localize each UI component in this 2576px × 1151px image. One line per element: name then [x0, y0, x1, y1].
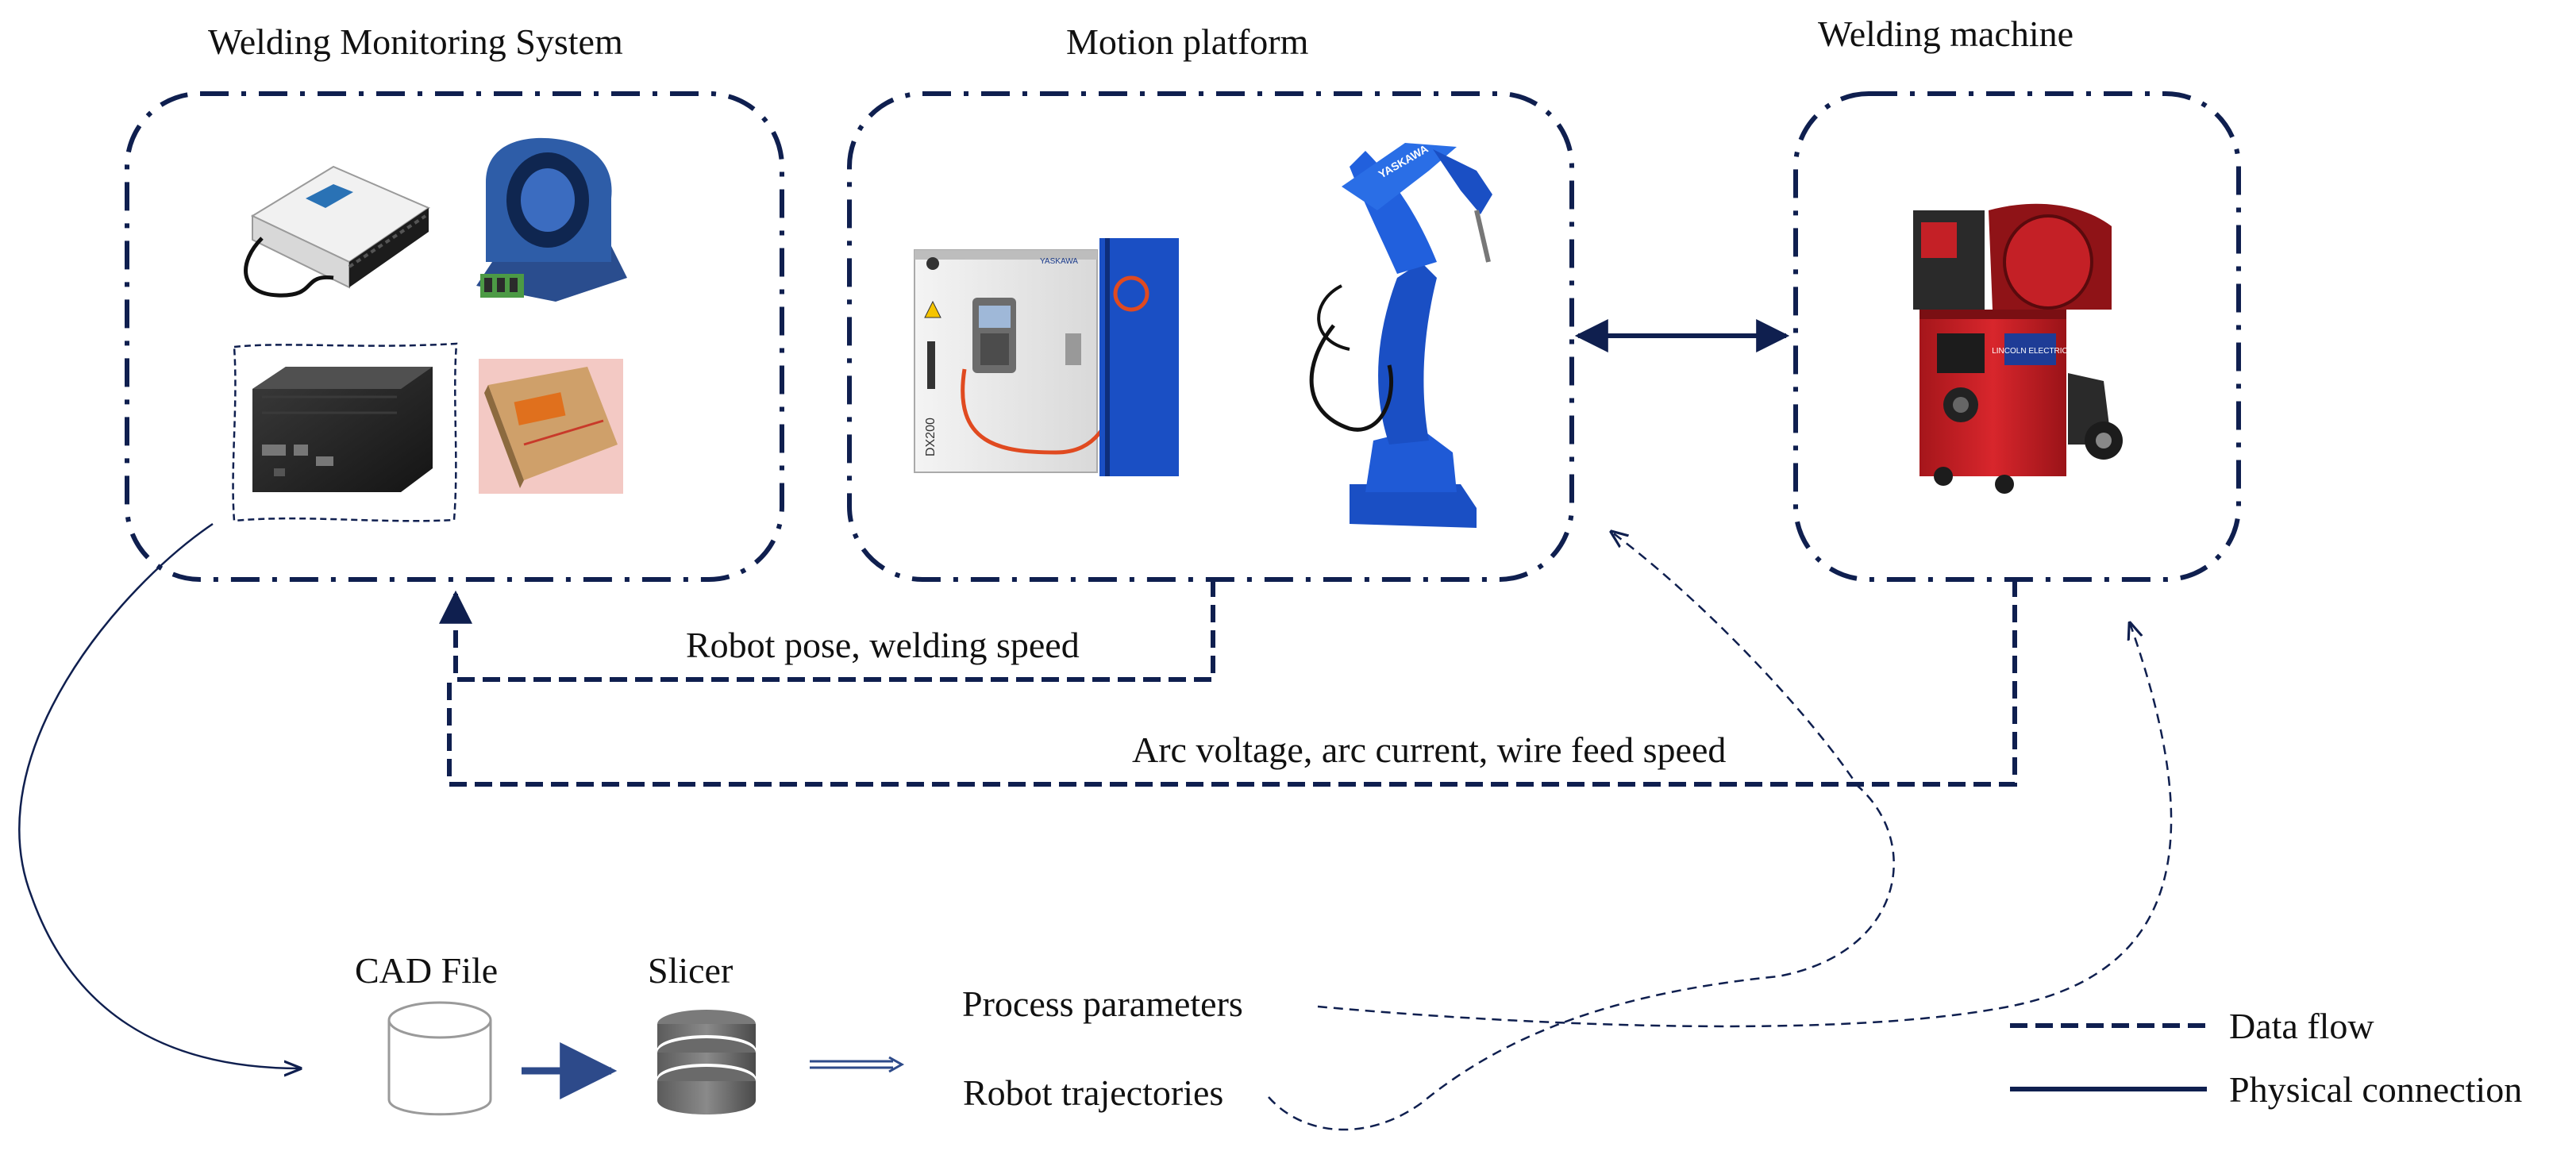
daq-device-icon: [244, 165, 431, 298]
edge-computer-highlight: [232, 342, 458, 522]
robot-trajectories-label: Robot trajectories: [963, 1072, 1224, 1113]
laser-sensor-icon: [479, 359, 623, 494]
monitoring-system-box: [125, 91, 784, 582]
robot-data-flow-line: [439, 579, 1215, 682]
legend-data-flow-label: Data flow: [2229, 1006, 2374, 1046]
robot-trajectories-flow: [1268, 532, 1895, 1131]
robot-controller-icon: YASKAWA DX200: [914, 238, 1179, 476]
cad-file-icon: [387, 1001, 492, 1116]
monitoring-system-title: Welding Monitoring System: [208, 21, 623, 62]
process-parameters-flow: [1317, 623, 2173, 1028]
current-sensor-icon: [476, 137, 627, 302]
cad-file-label: CAD File: [355, 950, 499, 991]
motion-platform-title: Motion platform: [1066, 21, 1309, 62]
controller-brand-label: YASKAWA: [1040, 257, 1078, 266]
slicer-label: Slicer: [648, 950, 734, 991]
machine-data-flow-label: Arc voltage, arc current, wire feed spee…: [1132, 729, 1727, 770]
legend-physical-connection-label: Physical connection: [2229, 1069, 2523, 1110]
process-parameters-label: Process parameters: [962, 984, 1243, 1024]
edge-to-cad-connector: [18, 522, 300, 1068]
slicer-to-outputs-arrow: [810, 1056, 905, 1073]
industrial-robot-icon: YASKAWA: [1309, 142, 1492, 528]
controller-model-label: DX200: [924, 418, 938, 456]
welding-machine-icon: LINCOLN ELECTRIC: [1913, 203, 2123, 494]
machine-data-flow-line: [447, 579, 2017, 787]
welding-machine-title: Welding machine: [1818, 13, 2074, 54]
slicer-icon: [657, 1010, 756, 1114]
machine-brand-label: LINCOLN ELECTRIC: [1992, 347, 2068, 356]
edge-computer-icon: [252, 367, 433, 492]
robot-data-flow-label: Robot pose, welding speed: [686, 625, 1080, 665]
